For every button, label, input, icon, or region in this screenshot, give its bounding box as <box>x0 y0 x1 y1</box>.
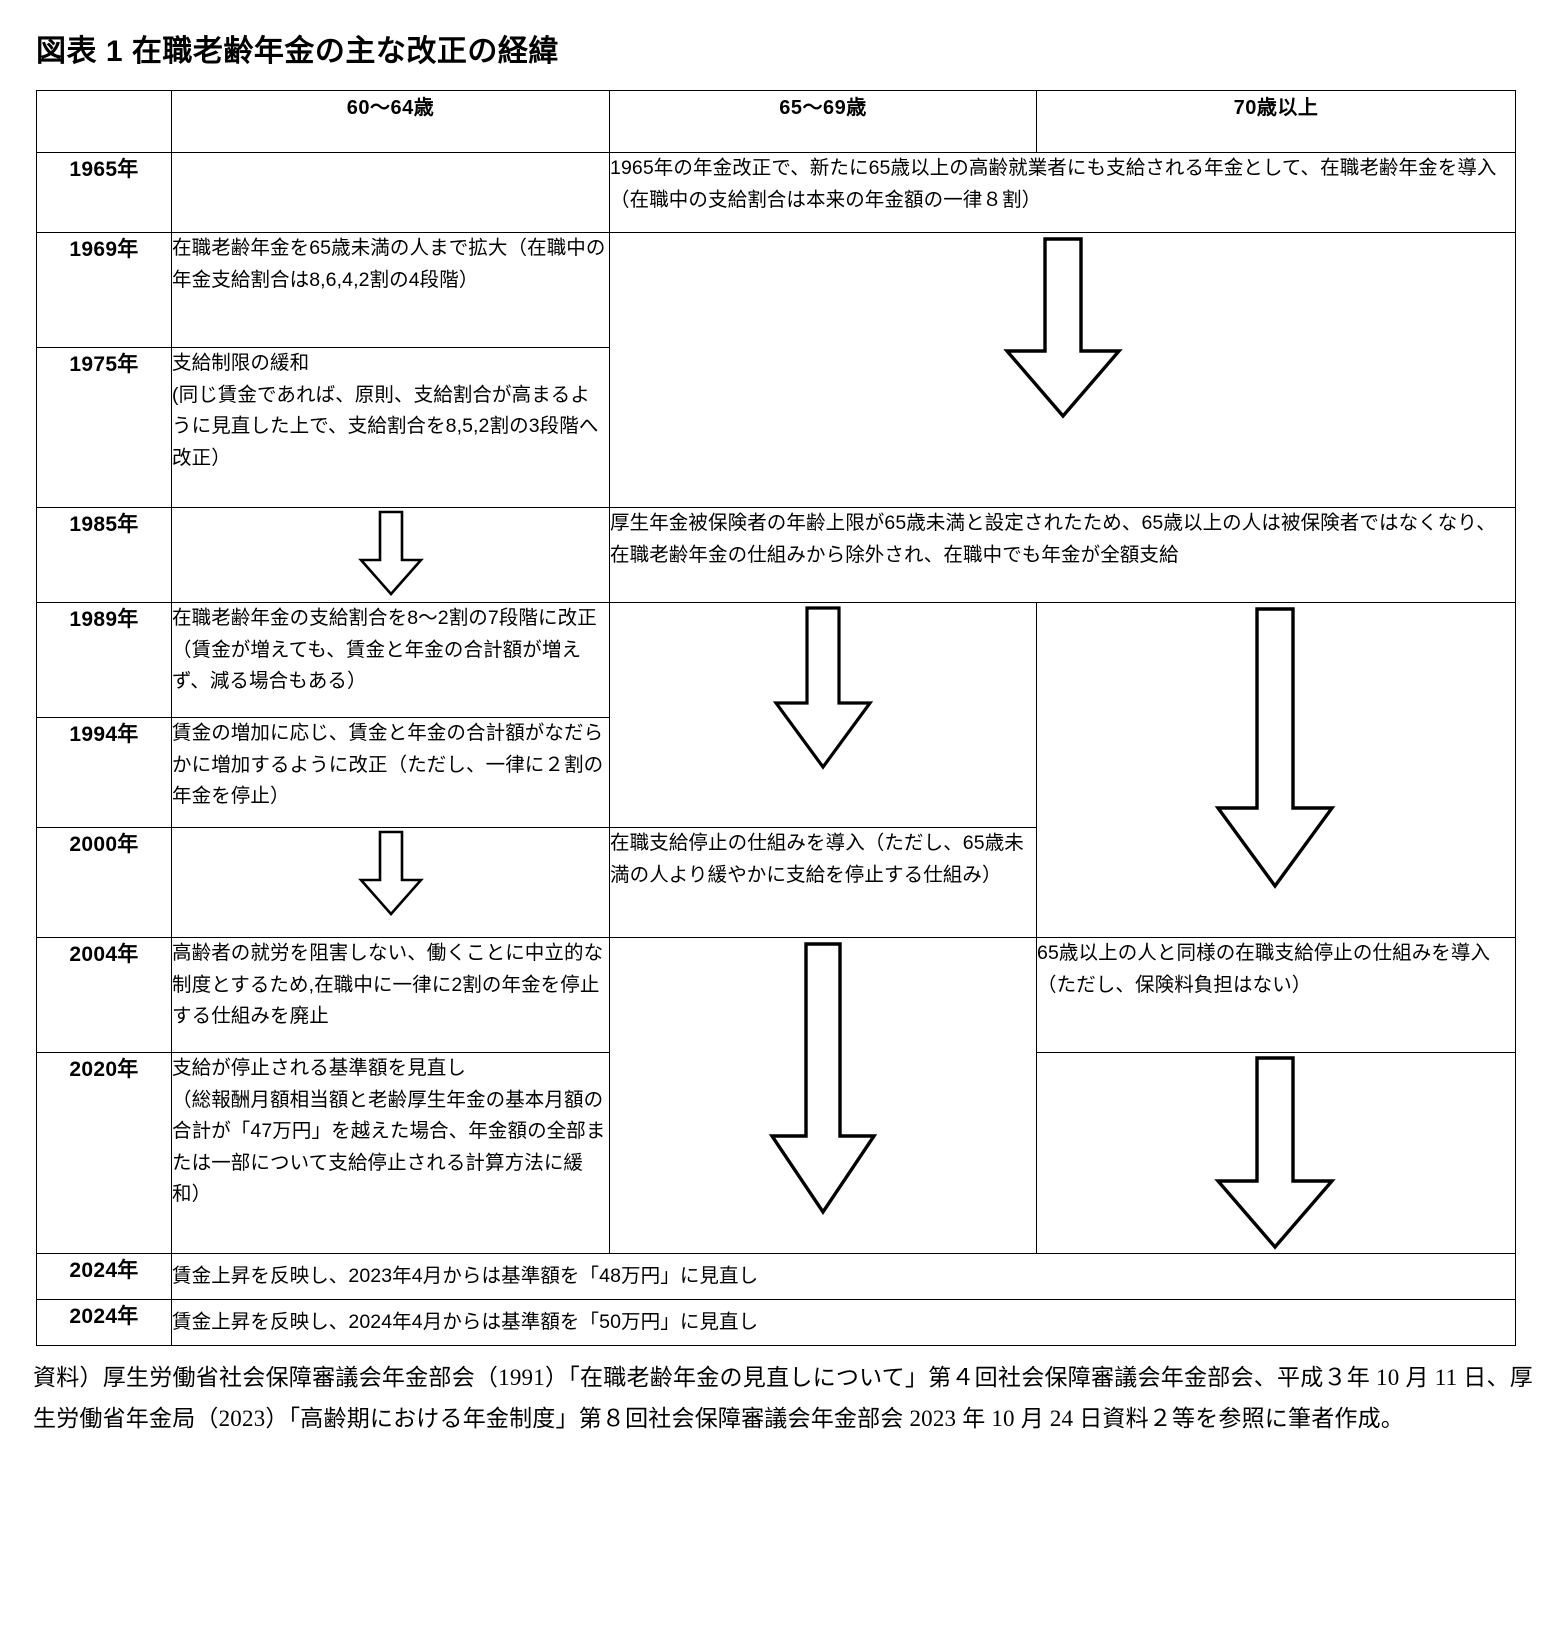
row-year-label: 1989年 <box>36 602 172 718</box>
table-row: 1969年 在職老齢年金を65歳未満の人まで拡大（在職中の年金支給割合は8,6,… <box>36 232 1516 508</box>
table-row: 2020年 支給が停止される基準額を見直し （総報酬月額相当額と老齢厚生年金の基… <box>36 1052 1516 1254</box>
column-header-age-65-69: 65〜69歳 <box>609 90 1037 153</box>
cell-65-plus: 1965年の年金改正で、新たに65歳以上の高齢就業者にも支給される年金として、在… <box>609 152 1516 233</box>
column-header-age-70-plus: 70歳以上 <box>1036 90 1516 153</box>
figure-page: 図表 1 在職老齢年金の主な改正の経緯 60〜64歳 65〜69歳 70歳以上 … <box>0 34 1551 1649</box>
table-row: 1994年 賃金の増加に応じ、賃金と年金の合計額がなだらかに増加するように改正（… <box>36 717 1516 828</box>
row-year-label: 2024年 <box>36 1299 172 1346</box>
cell-60-64: 在職老齢年金を65歳未満の人まで拡大（在職中の年金支給割合は8,6,4,2割の4… <box>171 232 610 348</box>
pension-revision-history-table: 60〜64歳 65〜69歳 70歳以上 1965年 1965年の年金改正で、新た… <box>36 90 1516 1346</box>
cell-60-64: 賃金の増加に応じ、賃金と年金の合計額がなだらかに増加するように改正（ただし、一律… <box>171 717 610 828</box>
cell-60-64: 支給制限の緩和 (同じ賃金であれば、原則、支給割合が高まるように見直した上で、支… <box>171 347 610 508</box>
cell-60-64-arrow <box>171 507 610 603</box>
cell-60-64: 支給が停止される基準額を見直し （総報酬月額相当額と老齢厚生年金の基本月額の合計… <box>171 1052 610 1254</box>
row-year-label: 1965年 <box>36 152 172 233</box>
table-row: 1985年 厚生年金被保険者の年齢上限が65歳未満と設定されたため、65歳以上の… <box>36 507 1516 603</box>
cell-all-ages: 賃金上昇を反映し、2024年4月からは基準額を「50万円」に見直し <box>171 1299 1516 1346</box>
cell-70-plus-arrow <box>1036 1052 1516 1254</box>
row-year-label: 1969年 <box>36 232 172 348</box>
row-year-label: 2000年 <box>36 827 172 938</box>
cell-70-plus-arrow <box>1036 602 1516 938</box>
table-row: 2004年 高齢者の就労を阻害しない、働くことに中立的な制度とするため,在職中に… <box>36 937 1516 1254</box>
down-block-arrow-icon <box>1037 1053 1515 1253</box>
down-block-arrow-icon <box>610 603 1036 773</box>
cell-60-64: 高齢者の就労を阻害しない、働くことに中立的な制度とするため,在職中に一律に2割の… <box>171 937 610 1053</box>
row-year-label: 1994年 <box>36 717 172 828</box>
column-header-year <box>36 90 172 153</box>
cell-70-plus: 65歳以上の人と同様の在職支給停止の仕組みを導入（ただし、保険料負担はない） <box>1036 937 1516 1053</box>
cell-all-ages: 賃金上昇を反映し、2023年4月からは基準額を「48万円」に見直し <box>171 1253 1516 1300</box>
page-title: 図表 1 在職老齢年金の主な改正の経緯 <box>36 35 559 68</box>
cell-60-64: 在職老齢年金の支給割合を8〜2割の7段階に改正（賃金が増えても、賃金と年金の合計… <box>171 602 610 718</box>
row-year-label: 1975年 <box>36 347 172 508</box>
cell-60-64 <box>171 152 610 233</box>
down-block-arrow-icon <box>172 828 609 918</box>
down-block-arrow-icon <box>610 938 1036 1218</box>
table-row: 1989年 在職老齢年金の支給割合を8〜2割の7段階に改正（賃金が増えても、賃金… <box>36 602 1516 938</box>
source-note: 資料）厚生労働省社会保障審議会年金部会（1991）「在職老齢年金の見直しについて… <box>33 1365 1533 1431</box>
row-year-label: 2024年 <box>36 1253 172 1300</box>
cell-65-69-arrow <box>609 937 1037 1254</box>
table-header-row: 60〜64歳 65〜69歳 70歳以上 <box>36 90 1516 153</box>
row-year-label: 2020年 <box>36 1052 172 1254</box>
column-header-age-60-64: 60〜64歳 <box>171 90 610 153</box>
down-block-arrow-icon <box>1037 603 1515 893</box>
down-block-arrow-icon <box>172 508 609 598</box>
cell-65-plus: 厚生年金被保険者の年齢上限が65歳未満と設定されたため、65歳以上の人は被保険者… <box>609 507 1516 603</box>
table-row: 2000年 在職支給停止の仕組みを導入（ただし、65歳未満の人より緩やかに支給を… <box>36 827 1516 938</box>
table-row: 1965年 1965年の年金改正で、新たに65歳以上の高齢就業者にも支給される年… <box>36 152 1516 233</box>
cell-60-64-arrow <box>171 827 610 938</box>
row-year-label: 1985年 <box>36 507 172 603</box>
down-block-arrow-icon <box>610 233 1515 423</box>
cell-65-69: 在職支給停止の仕組みを導入（ただし、65歳未満の人より緩やかに支給を停止する仕組… <box>609 827 1037 938</box>
cell-65-69-arrow <box>609 602 1037 828</box>
row-year-label: 2004年 <box>36 937 172 1053</box>
table-row: 2024年 賃金上昇を反映し、2024年4月からは基準額を「50万円」に見直し <box>36 1299 1516 1346</box>
cell-65-plus-arrow <box>609 232 1516 508</box>
table-row: 2024年 賃金上昇を反映し、2023年4月からは基準額を「48万円」に見直し <box>36 1253 1516 1300</box>
